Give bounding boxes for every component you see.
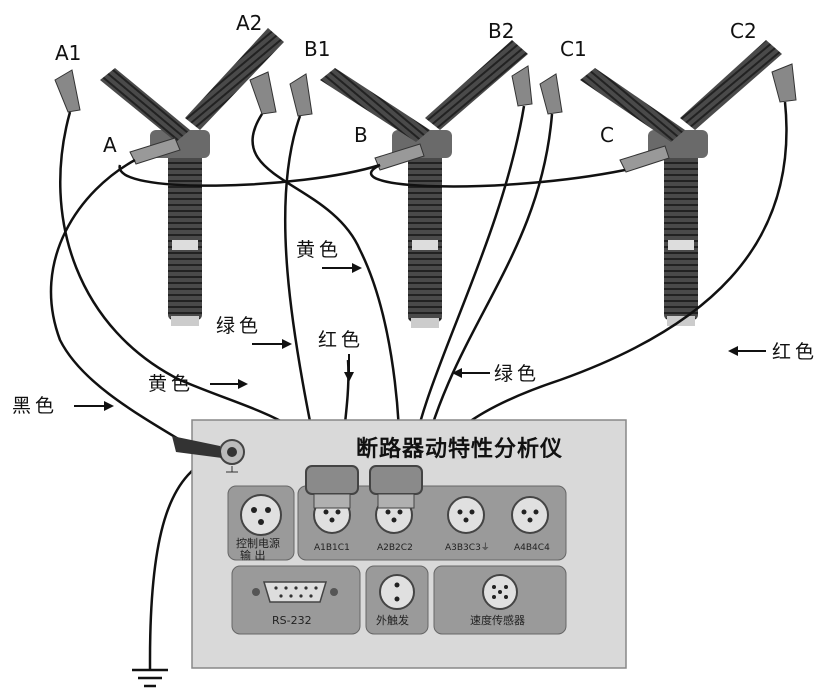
arrow-right-icon	[74, 401, 114, 411]
label-red-right: 红色	[772, 341, 818, 363]
label-yellow-top: 黄色	[296, 239, 342, 261]
port-2-label: A2B2C2	[377, 543, 413, 553]
device-title: 断路器动特性分析仪	[356, 436, 563, 462]
label-red-center: 红色	[318, 329, 364, 351]
speed-sensor-connector[interactable]	[482, 574, 518, 610]
arrow-right-icon	[252, 339, 292, 349]
wire-b1	[283, 115, 322, 471]
label-a2: A2	[236, 11, 262, 35]
label-a1: A1	[55, 41, 81, 65]
arrow-down-icon	[344, 354, 354, 382]
external-trigger-connector[interactable]	[379, 574, 415, 610]
label-b2: B2	[488, 19, 514, 43]
label-b: B	[354, 123, 368, 147]
label-b1: B1	[304, 37, 330, 61]
arrow-right-icon	[322, 263, 362, 273]
label-yellow-left: 黄色	[148, 373, 194, 395]
wire-a-black	[49, 158, 181, 442]
wire-a2	[251, 113, 402, 471]
arrow-right-icon	[210, 379, 248, 389]
clip-c1	[539, 73, 563, 115]
port-4-label: A4B4C4	[514, 543, 550, 553]
rs232-connector[interactable]	[252, 581, 338, 603]
label-a: A	[103, 133, 117, 157]
clip-a2	[249, 71, 277, 115]
label-c1: C1	[560, 37, 587, 61]
label-c: C	[600, 123, 614, 147]
analyzer-device: 断路器动特性分析仪 控制电源 输 出	[172, 419, 627, 669]
control-power-label-1: 控制电源	[236, 536, 280, 550]
speed-sensor-label: 速度传感器	[470, 613, 525, 627]
clip-b1	[289, 73, 313, 117]
label-black: 黑色	[12, 395, 58, 417]
earth-ground-symbol	[132, 660, 168, 688]
breaker-a	[100, 28, 284, 326]
port-4-connector[interactable]	[511, 496, 549, 534]
rs232-label: RS-232	[272, 614, 312, 627]
label-green-right: 绿色	[494, 363, 540, 385]
plug-port-1	[305, 465, 359, 509]
speed-sensor-group: 速度传感器	[433, 565, 567, 635]
external-trigger-group: 外触发	[365, 565, 429, 635]
wire-c2	[428, 101, 788, 471]
wire-b-loop	[369, 163, 626, 188]
ground-clip	[172, 436, 222, 458]
control-power-connector[interactable]	[240, 494, 282, 536]
clip-c	[619, 145, 670, 173]
control-power-group: 控制电源 输 出	[227, 485, 295, 562]
arrow-left-icon	[728, 346, 766, 356]
plug-port-2	[369, 465, 423, 509]
rs232-group: RS-232	[231, 565, 361, 635]
arrow-left-icon	[452, 368, 490, 378]
port-3-label: A3B3C3⏚	[445, 542, 490, 553]
clip-b2	[511, 65, 533, 107]
port-1-label: A1B1C1	[314, 543, 350, 553]
clip-a1	[54, 69, 81, 113]
label-c2: C2	[730, 19, 757, 43]
control-power-label-2: 输 出	[240, 548, 266, 562]
port-3-connector[interactable]	[447, 496, 485, 534]
label-green-left: 绿色	[216, 315, 262, 337]
ground-terminal[interactable]	[219, 439, 245, 473]
external-trigger-label: 外触发	[376, 613, 409, 627]
breaker-b	[320, 40, 528, 328]
wire-a-loop	[118, 163, 381, 187]
clip-c2	[771, 63, 797, 103]
breaker-c	[580, 40, 782, 326]
wire-c1	[418, 113, 554, 471]
